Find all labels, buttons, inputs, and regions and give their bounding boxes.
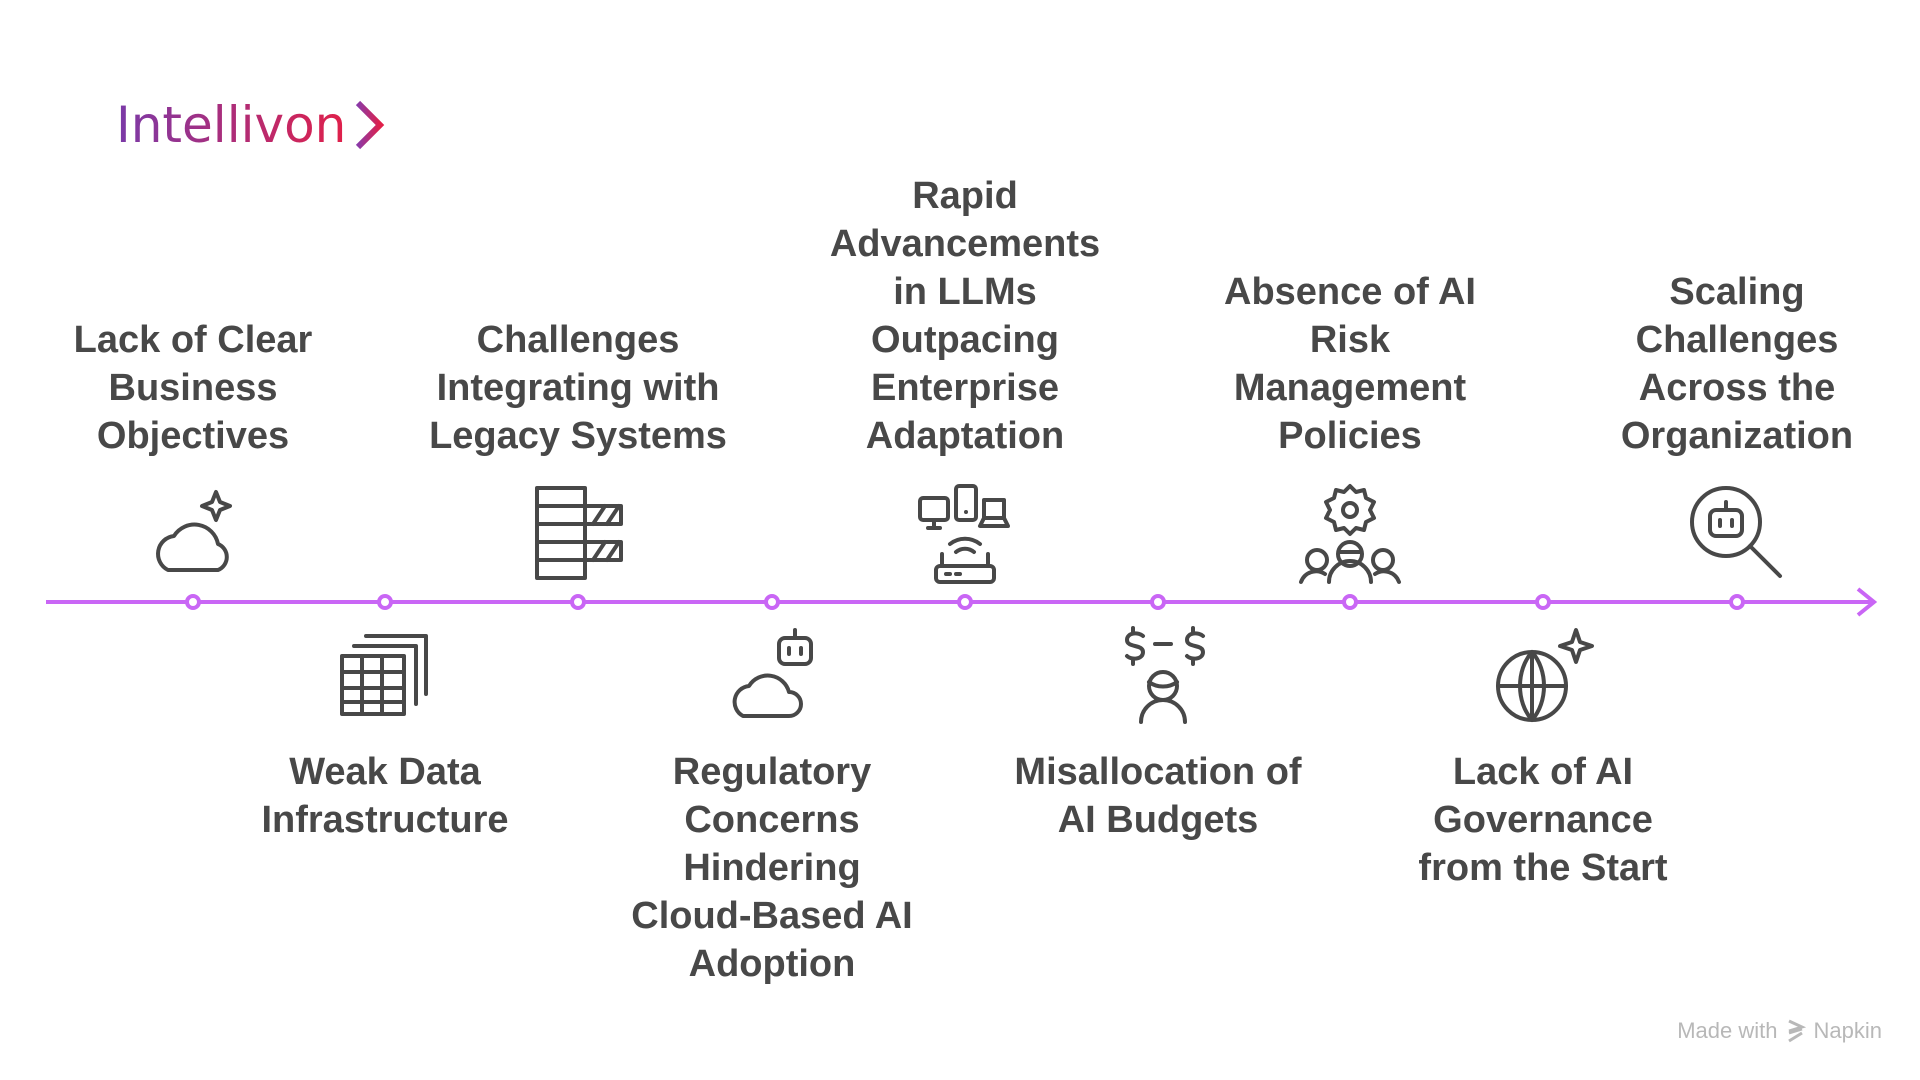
robot-search-icon (1682, 478, 1792, 588)
timeline-node (1150, 594, 1166, 610)
brand-name: Intellivon (116, 96, 347, 154)
timeline-node (1729, 594, 1745, 610)
devices-router-icon (910, 478, 1020, 588)
timeline-item-label: Weak Data Infrastructure (261, 751, 509, 841)
timeline-node (957, 594, 973, 610)
napkin-logo-icon (1787, 1019, 1806, 1043)
timeline-item-label: Scaling Challenges Across the Organizati… (1620, 271, 1854, 457)
timeline-item-label: Lack of Clear Business Objectives (73, 319, 313, 457)
napkin-text: Napkin (1813, 1018, 1882, 1043)
cloud-sparkle-icon (138, 478, 248, 588)
made-with-napkin: Made with Napkin (1677, 1018, 1882, 1044)
timeline-arrowhead (1856, 587, 1878, 617)
timeline-node (185, 594, 201, 610)
timeline-item-label: Challenges Integrating with Legacy Syste… (429, 319, 727, 457)
timeline-item-label: Rapid Advancements in LLMs Outpacing Ent… (829, 175, 1101, 457)
timeline-node (377, 594, 393, 610)
cloud-robot-icon (717, 620, 827, 730)
brand-logo: Intellivon (116, 96, 386, 154)
made-with-text: Made with (1677, 1018, 1778, 1043)
timeline-item-label: Regulatory Concerns Hindering Cloud-Base… (631, 751, 913, 985)
team-gear-icon (1295, 478, 1405, 588)
person-money-icon (1103, 620, 1213, 730)
timeline-item-label: Lack of AI Governance from the Start (1418, 751, 1668, 889)
chevron-right-icon (356, 100, 385, 150)
data-table-icon (330, 620, 440, 730)
timeline-node (764, 594, 780, 610)
timeline-item-label: Absence of AI Risk Management Policies (1224, 271, 1476, 457)
timeline-node (570, 594, 586, 610)
timeline-node (1342, 594, 1358, 610)
timeline-node (1535, 594, 1551, 610)
stacked-blocks-icon (523, 478, 633, 588)
timeline-item-label: Misallocation of AI Budgets (1014, 751, 1302, 841)
globe-sparkle-icon (1488, 620, 1598, 730)
